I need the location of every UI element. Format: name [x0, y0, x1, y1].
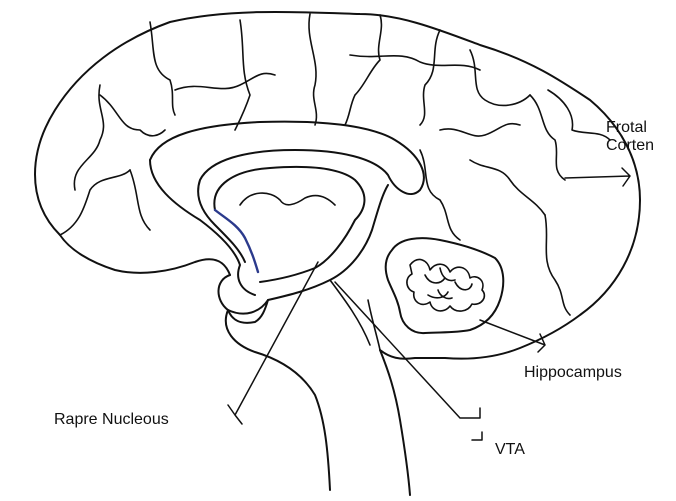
hippocampus-inner: [407, 260, 484, 312]
midbrain-outline: [218, 185, 388, 314]
brain-outline-frontal-bump: [548, 90, 610, 140]
frontal-cortex-label-line2: Corten: [606, 137, 654, 155]
hippocampus-outline: [386, 238, 504, 333]
frontal-cortex-label-line1: Frotal: [606, 119, 654, 137]
brain-outline-lower-left: [60, 235, 230, 275]
thalamus-outline: [214, 167, 364, 282]
sulci-lines: [60, 14, 570, 315]
brainstem-right: [380, 350, 410, 495]
hippocampus-label: Hippocampus: [524, 364, 622, 382]
leader-hippocampus: [480, 320, 545, 352]
frontal-cortex-label: Frotal Corten: [606, 119, 654, 155]
vta-label: VTA: [495, 441, 525, 459]
leader-vta: [335, 282, 482, 440]
corpus-callosum-inner: [150, 160, 255, 295]
brain-outline: [35, 12, 640, 359]
raphe-nucleus-label: Rapre Nucleous: [54, 411, 169, 429]
hippocampus-detail-1: [425, 275, 472, 298]
leader-frontal-cortex: [565, 168, 630, 186]
thalamus-inner-wave: [240, 193, 335, 205]
corpus-callosum-outer: [150, 122, 424, 262]
